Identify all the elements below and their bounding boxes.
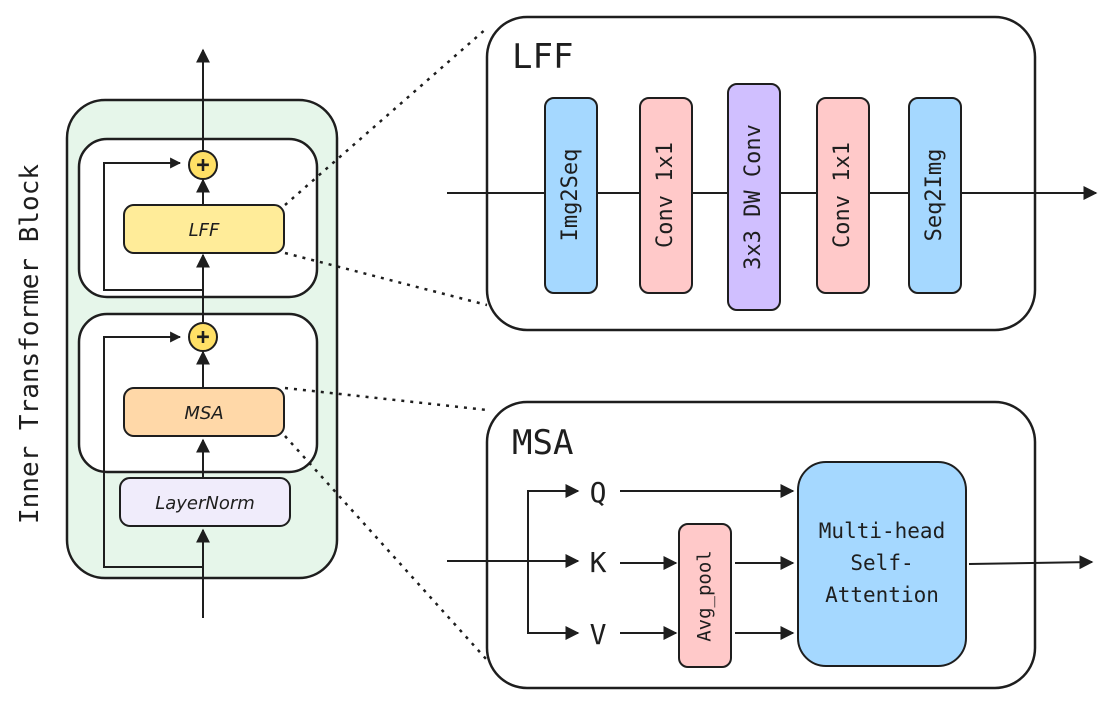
lff-step-img2seq: Img2Seq xyxy=(544,97,598,294)
lff-step-label: Conv 1x1 xyxy=(830,142,855,248)
lff-step-conv1x1-b: Conv 1x1 xyxy=(816,97,870,294)
add-node-bottom: + xyxy=(188,322,218,352)
lff-step-label: 3x3 DW Conv xyxy=(741,124,766,270)
layernorm-box: LayerNorm xyxy=(119,477,291,527)
msa-panel-title: MSA xyxy=(512,423,573,463)
msa-output-arrow xyxy=(968,555,1094,570)
lff-panel-title: LFF xyxy=(512,37,573,77)
msa-box-label: MSA xyxy=(184,403,223,424)
zoom-line-msa-top xyxy=(284,386,488,412)
lff-step-label: Conv 1x1 xyxy=(653,142,678,248)
inner-transformer-block: LFF MSA LayerNorm + + xyxy=(65,48,339,618)
msa-panel: MSA Q K V Avg_pool Multi-head Self- Atte… xyxy=(447,400,1094,690)
lff-step-label: Img2Seq xyxy=(558,149,583,242)
lff-panel: LFF Img2Seq Conv 1x1 3x3 DW Conv Conv 1x… xyxy=(447,15,1098,332)
msa-input-v: V xyxy=(590,618,607,651)
add-symbol-top: + xyxy=(196,153,209,178)
lff-box: LFF xyxy=(123,204,285,254)
msa-branch-v xyxy=(527,561,580,640)
zoom-line-lff-bottom xyxy=(284,251,488,307)
attention-label-line3: Attention xyxy=(825,583,939,607)
zoom-connectors xyxy=(284,27,488,661)
msa-box: MSA xyxy=(123,387,285,437)
lff-box-label: LFF xyxy=(189,220,220,241)
add-node-top: + xyxy=(188,150,218,180)
lff-step-seq2img: Seq2Img xyxy=(908,97,962,294)
lff-step-conv1x1-a: Conv 1x1 xyxy=(639,97,693,294)
msa-input-q: Q xyxy=(590,476,607,509)
msa-branch-q xyxy=(527,484,580,561)
attention-box: Multi-head Self- Attention xyxy=(797,461,967,667)
lff-step-label: Seq2Img xyxy=(922,149,947,242)
side-label: Inner Transformer Block xyxy=(15,164,45,524)
add-symbol-bottom: + xyxy=(196,325,209,350)
avg-pool-label: Avg_pool xyxy=(694,550,716,642)
residual-skip-lff xyxy=(103,157,203,291)
layernorm-box-label: LayerNorm xyxy=(155,493,255,514)
attention-label-line2: Self- xyxy=(850,551,913,575)
avg-pool-box: Avg_pool xyxy=(678,523,732,668)
attention-label-line1: Multi-head xyxy=(819,519,945,543)
msa-input-k: K xyxy=(590,546,607,579)
residual-skip-msa xyxy=(103,331,203,568)
lff-step-dwconv: 3x3 DW Conv xyxy=(727,83,781,311)
